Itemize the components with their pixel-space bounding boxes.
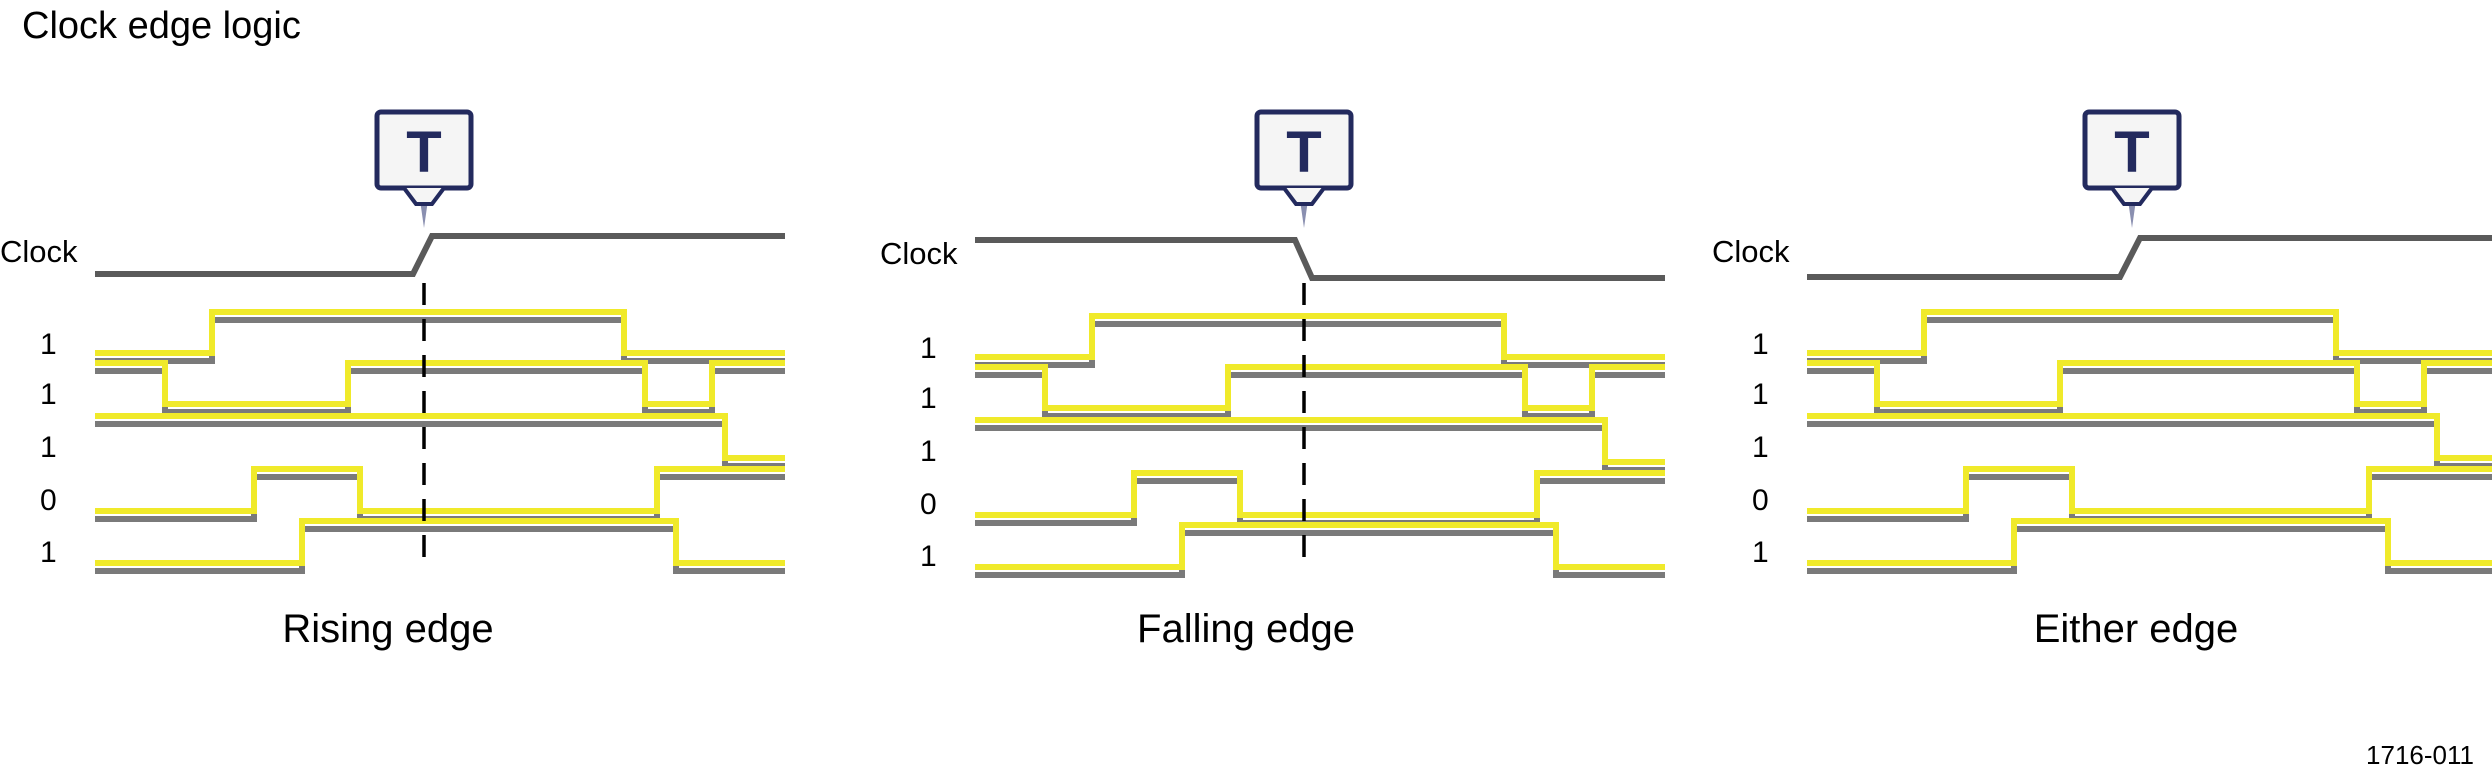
data-waveform-1: [1807, 309, 2492, 356]
panel-caption: Either edge: [2034, 607, 2239, 651]
data-waveform-1-shadow: [1807, 317, 2492, 364]
data-waveform-2: [95, 360, 785, 407]
figure-id: 1716-011: [2366, 740, 2474, 770]
trigger-marker: T: [2082, 109, 2182, 228]
trigger-marker-pointer: [2110, 186, 2154, 206]
trigger-marker: T: [1254, 109, 1354, 228]
bit-label-5: 1: [920, 540, 937, 573]
clock-label: Clock: [880, 236, 958, 271]
trigger-marker-letter: T: [406, 120, 441, 185]
data-waveform-2: [1807, 360, 2492, 407]
data-waveform-4: [975, 470, 1665, 518]
data-waveform-3: [975, 417, 1665, 465]
bit-label-3: 1: [920, 435, 937, 468]
data-waveform-4: [1807, 466, 2492, 514]
panel-falling-edge: T Clock 1 1 1 0 1 Falling edge: [880, 109, 1665, 651]
data-waveform-4: [95, 466, 785, 514]
clock-waveform: [95, 233, 785, 277]
data-waveform-5: [1807, 518, 2492, 566]
bit-label-3: 1: [1752, 431, 1769, 464]
clock-label: Clock: [1712, 234, 1790, 269]
bit-label-5: 1: [40, 536, 57, 569]
data-waveform-3-shadow: [1807, 421, 2492, 469]
data-waveform-1-shadow: [975, 321, 1665, 368]
panel-rising-edge: T Clock 1 1 1 0 1 Rising edge: [0, 109, 785, 651]
bit-label-4: 0: [1752, 484, 1769, 517]
data-waveform-5-shadow: [95, 526, 785, 574]
data-waveform-5-shadow: [975, 530, 1665, 578]
data-waveform-1: [95, 309, 785, 356]
trigger-marker: T: [374, 109, 474, 228]
data-waveform-5: [95, 518, 785, 566]
data-waveform-1-shadow: [95, 317, 785, 364]
clock-waveform: [975, 237, 1665, 281]
trigger-marker-letter: T: [2114, 120, 2149, 185]
data-waveform-2: [975, 364, 1665, 411]
diagram-title: Clock edge logic: [22, 5, 301, 47]
bit-label-3: 1: [40, 431, 57, 464]
data-waveform-5: [975, 522, 1665, 570]
waveforms: [975, 237, 1665, 578]
data-waveform-3: [1807, 413, 2492, 461]
waveforms: [1807, 235, 2492, 574]
bit-label-4: 0: [920, 488, 937, 521]
bit-label-1: 1: [40, 328, 57, 361]
trigger-marker-pointer: [1282, 186, 1326, 206]
bit-label-1: 1: [920, 332, 937, 365]
bit-label-5: 1: [1752, 536, 1769, 569]
bit-label-2: 1: [40, 378, 57, 411]
bit-label-2: 1: [920, 382, 937, 415]
data-waveform-3: [95, 413, 785, 461]
bit-label-1: 1: [1752, 328, 1769, 361]
panel-caption: Rising edge: [282, 607, 493, 651]
clock-waveform: [1807, 235, 2492, 280]
clock-label: Clock: [0, 234, 78, 269]
panel-caption: Falling edge: [1137, 607, 1355, 651]
data-waveform-3-shadow: [95, 421, 785, 469]
trigger-marker-pointer: [402, 186, 446, 206]
bit-label-4: 0: [40, 484, 57, 517]
data-waveform-5-shadow: [1807, 526, 2492, 574]
trigger-marker-letter: T: [1286, 120, 1321, 185]
panel-either-edge: T Clock 1 1 1 0 1 Either edge: [1712, 109, 2492, 651]
data-waveform-3-shadow: [975, 425, 1665, 473]
data-waveform-1: [975, 313, 1665, 360]
waveforms: [95, 233, 785, 574]
bit-label-2: 1: [1752, 378, 1769, 411]
